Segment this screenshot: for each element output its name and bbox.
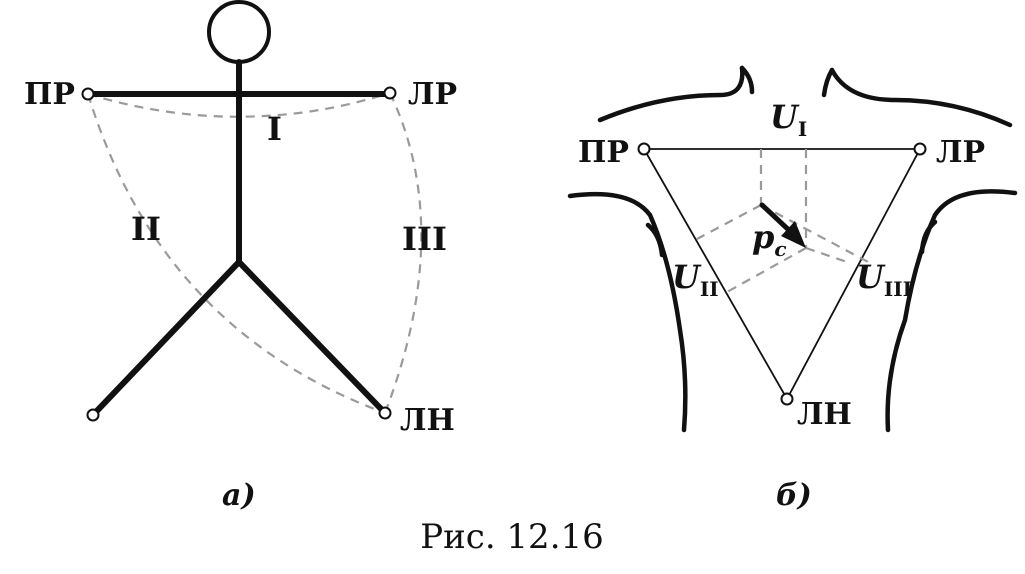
electrode-right-arm	[81, 87, 95, 101]
panel-b: ПР ЛР ЛН UI UII UIII pc б)	[567, 65, 1018, 513]
heart-vector-shaft	[759, 202, 795, 236]
projection-dash-3	[696, 204, 762, 240]
head-circle	[207, 0, 271, 64]
torso-left-inner	[645, 222, 665, 258]
lead-1-dashed-line	[87, 91, 391, 118]
neck-left-contour	[597, 65, 745, 123]
electrode-left-leg	[378, 406, 392, 420]
torso-left-contour	[567, 191, 688, 433]
torso-right-contour	[885, 189, 1018, 433]
lead-3-dashed-line	[383, 92, 423, 414]
einthoven-triangle	[642, 148, 922, 401]
neck-left-tip	[739, 65, 755, 95]
label-left-arm-b: ЛР	[936, 135, 985, 170]
electrode-right-arm-b	[637, 142, 651, 156]
left-leg-line	[236, 259, 388, 416]
electrode-right-leg	[86, 408, 100, 422]
label-left-arm-a: ЛР	[408, 77, 457, 112]
panel-a: ПР ЛР ЛН I II III а)	[24, 0, 457, 513]
projection-dash-6	[805, 246, 851, 265]
label-left-leg-a: ЛН	[400, 403, 455, 438]
label-lead-1: I	[267, 110, 282, 148]
label-u1: UI	[770, 98, 807, 141]
electrode-left-arm	[383, 86, 397, 100]
neck-right-tip	[821, 67, 835, 98]
label-heart-vector: pc	[752, 218, 787, 261]
figure-caption: Рис. 12.16	[420, 517, 604, 557]
neck-right-contour	[829, 67, 1013, 128]
caption-a: а)	[222, 478, 256, 513]
label-u3: UIII	[856, 258, 912, 301]
torso-right-inner	[919, 219, 938, 255]
electrode-left-leg-b	[780, 392, 794, 406]
lead-2-dashed-line	[86, 93, 386, 415]
projection-dash-5	[760, 204, 871, 264]
label-right-arm-a: ПР	[24, 77, 75, 112]
caption-b: б)	[776, 478, 812, 513]
label-right-arm-b: ПР	[578, 135, 629, 170]
heart-vector-arrowhead	[781, 221, 806, 248]
label-left-leg-b: ЛН	[797, 397, 852, 432]
label-lead-3: III	[402, 220, 447, 258]
right-leg-line	[90, 259, 242, 418]
label-u2: UII	[672, 258, 719, 301]
label-lead-2: II	[131, 210, 161, 248]
electrode-left-arm-b	[913, 142, 927, 156]
